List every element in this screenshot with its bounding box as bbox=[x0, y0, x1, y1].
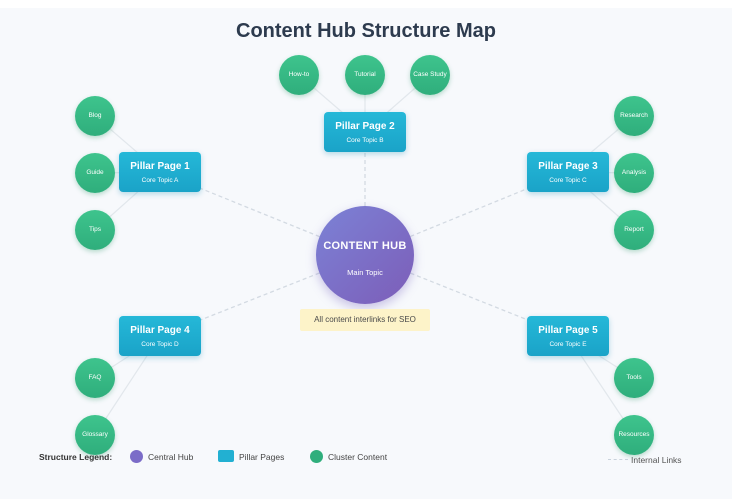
cluster-research[interactable]: Research bbox=[614, 96, 654, 136]
pillar-title: Pillar Page 4 bbox=[130, 325, 190, 336]
cluster-analysis[interactable]: Analysis bbox=[614, 153, 654, 193]
pillar-subtitle: Core Topic E bbox=[549, 341, 587, 348]
pillar-title: Pillar Page 5 bbox=[538, 325, 598, 336]
cluster-resources[interactable]: Resources bbox=[614, 415, 654, 455]
pillar-subtitle: Core Topic A bbox=[141, 177, 179, 184]
pillar-title: Pillar Page 1 bbox=[130, 161, 190, 172]
cluster-how-to[interactable]: How-to bbox=[279, 55, 319, 95]
cluster-report[interactable]: Report bbox=[614, 210, 654, 250]
diagram-title: Content Hub Structure Map bbox=[236, 20, 496, 42]
legend-cluster-swatch bbox=[310, 450, 323, 463]
pillar-page-5[interactable]: Pillar Page 5 Core Topic E bbox=[527, 316, 609, 356]
cluster-tutorial[interactable]: Tutorial bbox=[345, 55, 385, 95]
pillar-page-3[interactable]: Pillar Page 3 Core Topic C bbox=[527, 152, 609, 192]
pillar-title: Pillar Page 3 bbox=[538, 161, 598, 172]
hub-title: CONTENT HUB bbox=[323, 240, 407, 252]
cluster-case-study[interactable]: Case Study bbox=[410, 55, 450, 95]
cluster-glossary[interactable]: Glossary bbox=[75, 415, 115, 455]
legend-links-label: Internal Links bbox=[631, 455, 682, 465]
cluster-tips[interactable]: Tips bbox=[75, 210, 115, 250]
seo-note: All content interlinks for SEO bbox=[300, 309, 430, 331]
legend-hub-swatch bbox=[130, 450, 143, 463]
pillar-page-2[interactable]: Pillar Page 2 Core Topic B bbox=[324, 112, 406, 152]
pillar-subtitle: Core Topic B bbox=[346, 137, 384, 144]
legend-pillar-swatch bbox=[218, 450, 234, 462]
pillar-page-1[interactable]: Pillar Page 1 Core Topic A bbox=[119, 152, 201, 192]
hub-subtitle: Main Topic bbox=[347, 268, 383, 277]
legend-link-swatch bbox=[608, 459, 628, 460]
central-hub[interactable]: CONTENT HUB Main Topic bbox=[316, 206, 414, 304]
cluster-guide[interactable]: Guide bbox=[75, 153, 115, 193]
cluster-tools[interactable]: Tools bbox=[614, 358, 654, 398]
cluster-blog[interactable]: Blog bbox=[75, 96, 115, 136]
legend-hub-label: Central Hub bbox=[148, 452, 194, 462]
legend-pillar-label: Pillar Pages bbox=[239, 452, 285, 462]
legend-title: Structure Legend: bbox=[39, 452, 113, 462]
legend-cluster-label: Cluster Content bbox=[328, 452, 388, 462]
pillar-subtitle: Core Topic C bbox=[549, 177, 587, 184]
pillar-subtitle: Core Topic D bbox=[141, 341, 179, 348]
cluster-faq[interactable]: FAQ bbox=[75, 358, 115, 398]
pillar-title: Pillar Page 2 bbox=[335, 121, 395, 132]
pillar-page-4[interactable]: Pillar Page 4 Core Topic D bbox=[119, 316, 201, 356]
